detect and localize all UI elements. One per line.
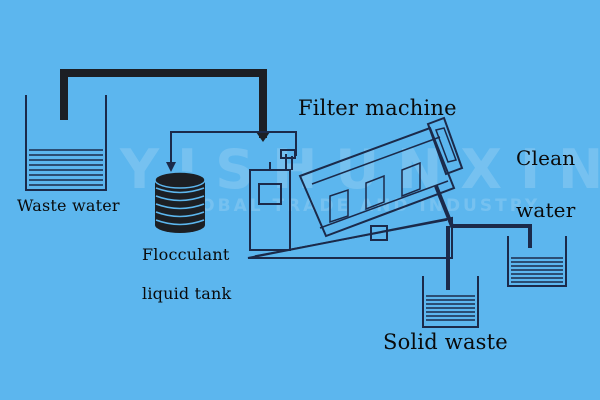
flocculant-line <box>166 131 297 172</box>
filter-machine-label: Filter machine <box>298 96 457 120</box>
solid-waste-tank <box>422 276 479 328</box>
clean-water-tank <box>507 236 567 287</box>
clean-water-label-line1: Clean <box>516 146 576 170</box>
waste-water-label: Waste water <box>17 196 120 215</box>
flocculant-label-line1: Flocculant <box>142 245 230 264</box>
inlet-pipe <box>60 69 270 142</box>
solid-waste-label: Solid waste <box>383 330 508 354</box>
flocculant-label-line2: liquid tank <box>142 284 232 303</box>
filter-machine <box>247 116 532 290</box>
waste-water-tank <box>25 95 107 191</box>
flocculant-tank <box>154 171 206 233</box>
clean-water-label-line2: water <box>516 198 576 222</box>
